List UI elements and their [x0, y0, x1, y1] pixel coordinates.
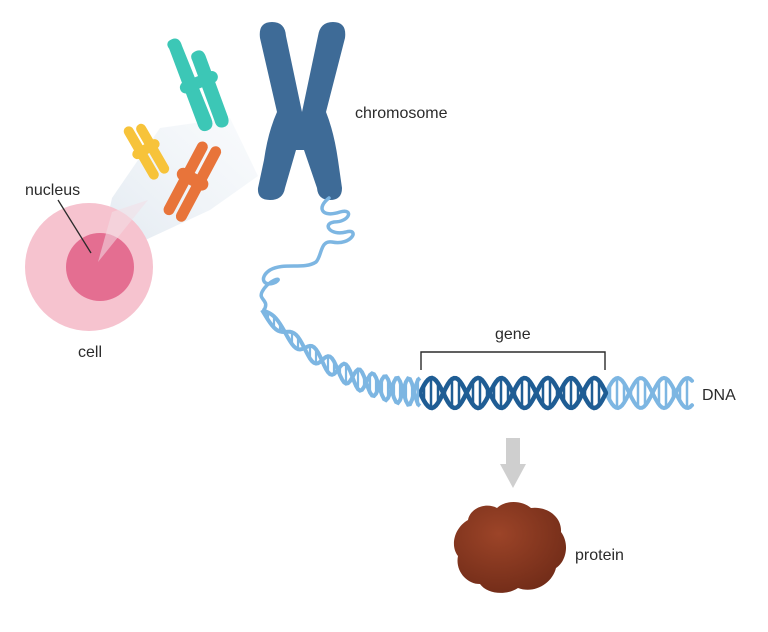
- gene-bracket: [420, 351, 606, 370]
- nucleus-pointer: [57, 199, 92, 254]
- gene-label: gene: [495, 326, 531, 343]
- dna-label: DNA: [702, 387, 736, 404]
- chromosome-teal: [167, 38, 229, 132]
- dna-helix: [260, 308, 694, 411]
- chromosome-orange: [163, 141, 222, 222]
- protein-label: protein: [575, 547, 624, 564]
- nucleus: [66, 233, 134, 301]
- dna-helix-lead: [260, 308, 422, 408]
- chromosome-label: chromosome: [355, 105, 448, 122]
- protein-blob: [453, 502, 567, 593]
- dna-coil: [259, 196, 355, 312]
- cell-label: cell: [78, 344, 102, 361]
- nucleus-label: nucleus: [25, 182, 80, 199]
- chromosome-large: [257, 22, 346, 200]
- down-arrow-icon: [500, 438, 526, 488]
- zoom-cone-overlay: [98, 200, 148, 262]
- chromosome-yellow: [123, 123, 170, 180]
